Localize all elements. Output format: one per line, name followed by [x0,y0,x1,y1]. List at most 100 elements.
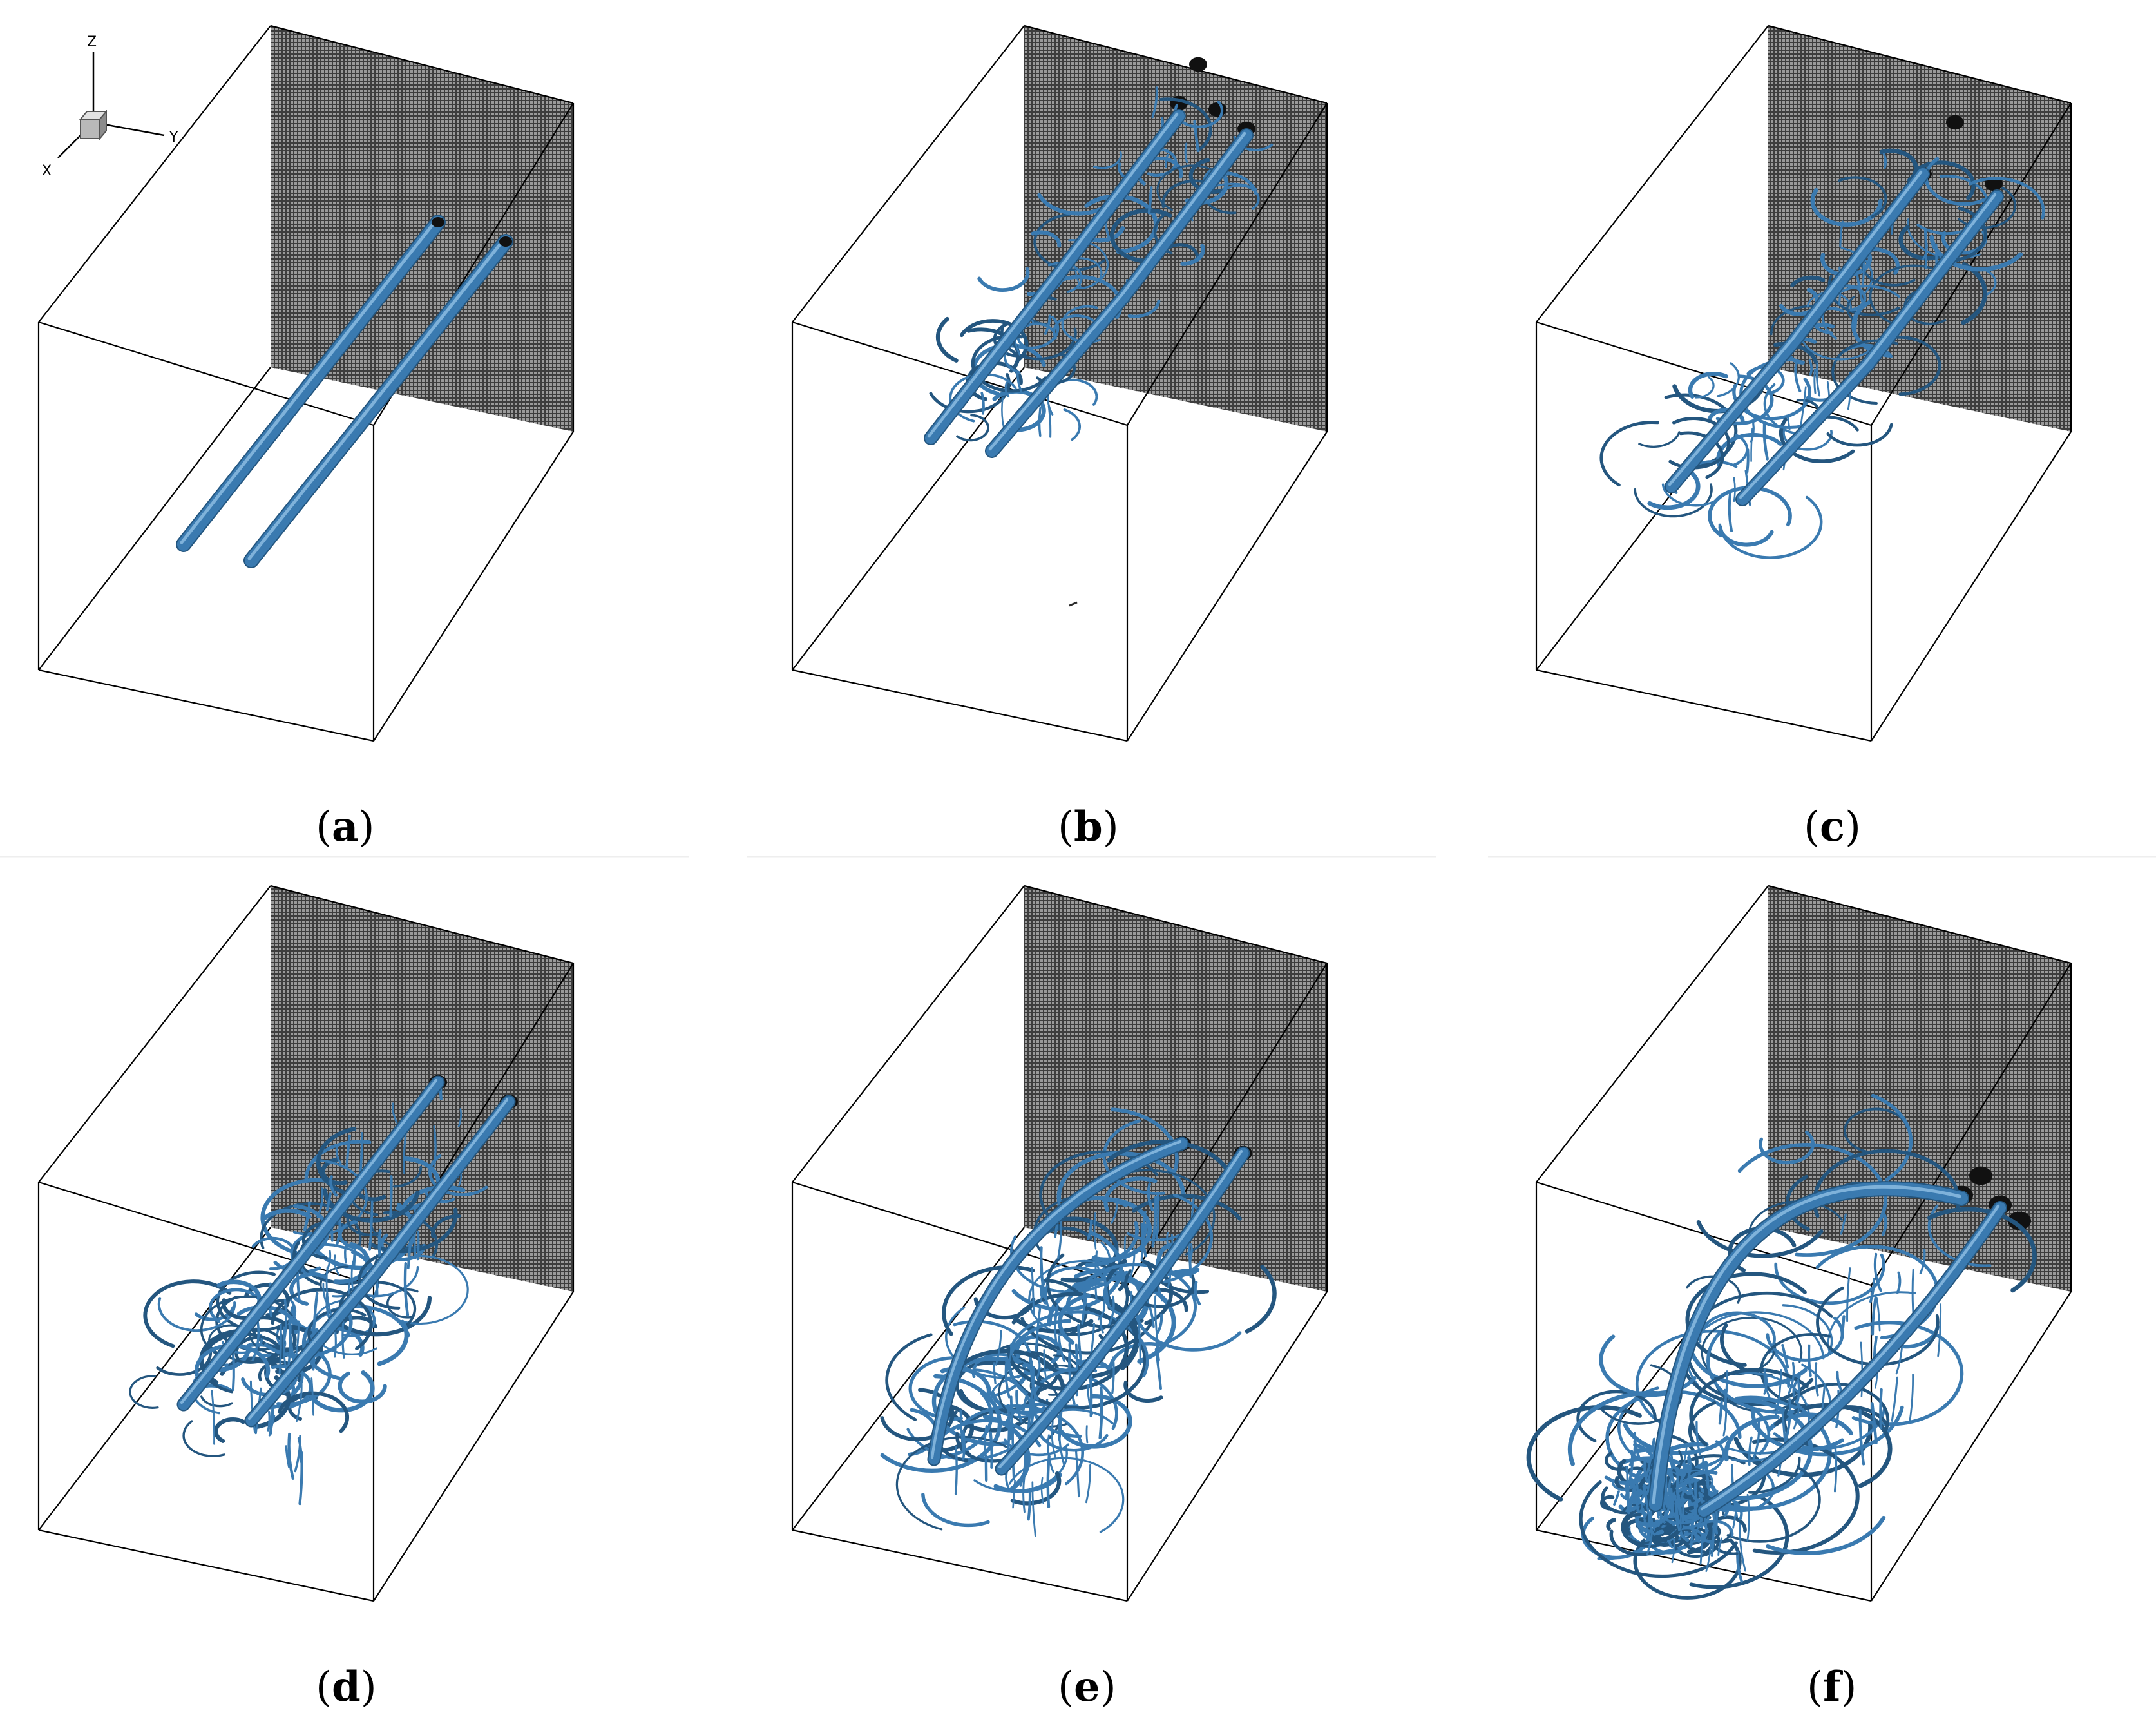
vortex-filament [1733,477,1736,502]
secondary-vortex-ring [1737,1143,1887,1257]
mesh-wall [1024,886,1327,1292]
secondary-vortex-ring [1092,151,1122,169]
vortex-filament [1718,1400,1723,1425]
vortex-filament [1840,1213,1847,1235]
vortex-filament [1678,1496,1682,1525]
box-edge [38,1227,271,1531]
vortex-tube-left [1666,168,1929,492]
vortex-filament [1746,1493,1750,1542]
vortex-filament [325,1192,332,1212]
vortex-filament [1840,1315,1846,1339]
caption-e: (e) [1058,1663,1116,1711]
box-edge [792,669,1128,742]
vortex-filament [1679,1463,1687,1483]
box-edge [373,1291,574,1602]
vortex-filament [959,1409,965,1455]
vortex-filament [1031,1481,1036,1537]
secondary-vortex-ring [1689,1368,1809,1446]
box-edge [1871,102,2072,426]
secondary-vortex-ring [333,1242,370,1285]
vortex-filament [1670,1496,1675,1511]
vortex-filament [1793,1406,1800,1430]
vortex-filament [296,1377,303,1422]
vortex-filament [1871,1296,1877,1336]
panel-a [37,24,575,742]
secondary-vortex-ring [276,1350,332,1406]
secondary-vortex-ring [1599,421,1659,487]
vortex-filament [403,1262,410,1317]
secondary-vortex-ring [1609,1529,1651,1556]
vortex-filament [1663,1488,1667,1505]
secondary-vortex-ring [1074,1269,1149,1327]
box-edge [38,669,374,742]
wall-hole-mark [1208,102,1226,117]
secondary-vortex-ring [182,1420,225,1457]
secondary-vortex-ring [338,1281,417,1328]
vortex-filament [1839,220,1844,248]
vortex-filament [1794,359,1802,392]
secondary-vortex-ring [386,1288,419,1319]
secondary-vortex-ring [1132,1194,1242,1221]
vortex-tube-left-highlight [1652,1185,1961,1504]
vortex-filament [1643,1458,1648,1483]
secondary-vortex-ring [399,1185,466,1213]
secondary-vortex-ring [346,1214,382,1236]
secondary-vortex-ring [1245,1264,1277,1334]
box-edge [1536,885,1769,1183]
vortex-filament [1038,407,1042,437]
vortex-filament [1646,1531,1654,1556]
vortex-filament [1746,448,1750,474]
vortex-filament [1648,1517,1655,1536]
vortex-tube-right [245,1096,515,1426]
caption-f: (f) [1807,1663,1856,1711]
box-edge [38,1529,374,1602]
vortex-filament [1004,381,1010,397]
secondary-vortex-ring [1679,431,1724,479]
vortex-filament [1054,1310,1058,1347]
vortex-filament [1046,1455,1051,1508]
axis-triad: Z Y X [42,34,178,179]
box-edge [38,367,271,671]
vortex-filament [1111,1356,1115,1394]
secondary-vortex-ring [1618,1497,1639,1513]
vortex-filament [359,1132,363,1173]
secondary-vortex-ring [1059,1394,1132,1449]
vortex-filament [1881,1214,1887,1236]
vortex-filament [1674,1515,1681,1531]
vortex-filament [1908,1374,1914,1424]
vortex-tube-left-highlight [180,1078,438,1404]
secondary-vortex-ring [307,1308,367,1344]
vortex-tube-right-highlight [1700,1204,2000,1511]
vortex-filament [1875,1296,1881,1332]
vortex-filament [1670,1468,1675,1480]
vortex-filament [1093,1212,1097,1250]
secondary-vortex-ring [1844,1107,1909,1154]
vortex-filament [1671,1538,1675,1564]
vortex-filament [1871,1402,1878,1445]
box-edge [792,885,1025,1183]
vortex-filament [335,1144,342,1165]
secondary-vortex-ring [1033,213,1105,271]
vortex-filament [1184,142,1188,164]
box-edge [792,25,1025,323]
vortex-filament [1891,1376,1898,1422]
secondary-vortex-ring [1871,1093,1913,1182]
vortex-filament [1047,405,1052,438]
panel-b [791,24,1328,742]
box-edge [373,431,574,742]
vortex-filament [1156,1313,1163,1334]
vortex-filament [389,1175,393,1218]
vortex-filament [1015,1389,1023,1423]
vortex-filament [1669,1450,1674,1464]
secondary-vortex-ring [1888,335,1941,396]
vortex-filament [1750,427,1753,462]
box-edge [270,24,574,104]
secondary-vortex-ring [1955,206,1987,262]
vortex-filament [1165,154,1169,168]
vortex-filament [251,1321,260,1361]
vortex-filament [1728,490,1733,532]
secondary-vortex-ring [1634,483,1713,518]
secondary-vortex-ring [1605,1451,1628,1471]
vortex-filament [249,1380,256,1433]
vortex-filament [433,1125,437,1168]
